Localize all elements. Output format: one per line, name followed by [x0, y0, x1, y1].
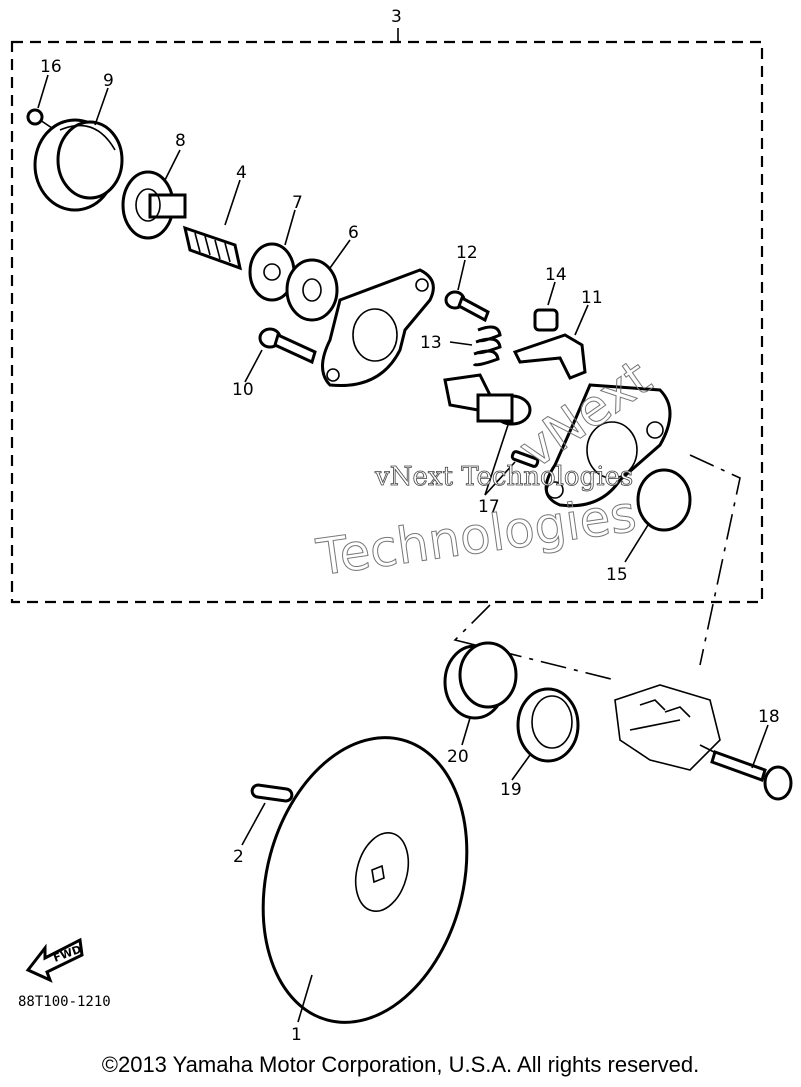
- callout-14: 14: [545, 265, 567, 285]
- callout-11: 11: [581, 288, 603, 308]
- crankcase-fragment: [614, 684, 721, 771]
- fwd-arrow-icon: FWD: [25, 937, 84, 983]
- alignment-line-right: [689, 454, 741, 666]
- part-11-lever[interactable]: [512, 333, 587, 380]
- callout-7: 7: [292, 193, 303, 213]
- catalog-code: 88T100-1210: [18, 994, 111, 1010]
- callout-20: 20: [447, 747, 469, 767]
- leader-7: [284, 209, 296, 246]
- callout-10: 10: [232, 380, 254, 400]
- part-13-spring[interactable]: [472, 325, 502, 367]
- leader-14: [547, 281, 556, 306]
- part-7-washer[interactable]: [248, 242, 296, 302]
- part-18-bolt[interactable]: [710, 750, 793, 801]
- leader-17b: [484, 424, 509, 496]
- leader-9: [94, 87, 109, 126]
- part-19-bearing[interactable]: [516, 687, 580, 763]
- leader-1: [297, 974, 313, 1023]
- leader-17a: [484, 461, 516, 496]
- callout-17: 17: [478, 497, 500, 517]
- callout-12: 12: [456, 243, 478, 263]
- callout-6: 6: [348, 223, 359, 243]
- part-1-primary-sheave[interactable]: [233, 715, 497, 1046]
- callout-16: 16: [40, 57, 62, 77]
- callout-13: 13: [420, 333, 442, 353]
- leader-16: [37, 74, 49, 109]
- copyright-notice: ©2013 Yamaha Motor Corporation, U.S.A. A…: [101, 1052, 700, 1077]
- leader-18: [751, 724, 769, 769]
- callout-2: 2: [233, 847, 244, 867]
- leader-12: [457, 259, 466, 291]
- callout-3: 3: [391, 7, 402, 27]
- part-2-key[interactable]: [250, 783, 294, 803]
- part-10-bolt[interactable]: [258, 327, 317, 365]
- main-housing[interactable]: [544, 383, 672, 508]
- callout-8: 8: [175, 131, 186, 151]
- part-16-screw[interactable]: [26, 108, 53, 129]
- assembly-3-boundary: [10, 40, 764, 604]
- leader-11: [574, 304, 589, 336]
- part-17-pin[interactable]: [510, 450, 540, 468]
- leader-4: [224, 179, 241, 226]
- part-20-seal[interactable]: [443, 641, 518, 720]
- leader-15: [624, 524, 649, 563]
- callout-18: 18: [758, 707, 780, 727]
- leader-20: [461, 717, 471, 746]
- part-4-shaft[interactable]: [182, 225, 243, 271]
- housing-plate[interactable]: [321, 268, 435, 388]
- leader-6: [329, 239, 351, 269]
- leader-19: [511, 754, 531, 781]
- part-9-cover[interactable]: [33, 118, 124, 212]
- leader-13: [449, 341, 473, 346]
- leader-2: [241, 802, 266, 846]
- callout-9: 9: [103, 71, 114, 91]
- alignment-line-left: [453, 604, 616, 681]
- part-14-bushing[interactable]: [533, 308, 559, 332]
- callout-4: 4: [236, 163, 247, 183]
- leader-10: [244, 349, 263, 383]
- part-6-thin-washer[interactable]: [285, 258, 339, 322]
- callout-19: 19: [500, 780, 522, 800]
- callout-15: 15: [606, 565, 628, 585]
- governor-shaft-assembly[interactable]: [443, 373, 532, 426]
- watermark-technologies: Technologies: [313, 485, 640, 587]
- part-8-rotor[interactable]: [121, 170, 187, 240]
- leader-8: [164, 149, 181, 181]
- watermark-vnext-technologies: vNext Technologies: [374, 462, 633, 492]
- part-12-bolt[interactable]: [444, 290, 490, 323]
- part-15-oil-seal[interactable]: [636, 468, 692, 532]
- callout-1: 1: [291, 1025, 302, 1045]
